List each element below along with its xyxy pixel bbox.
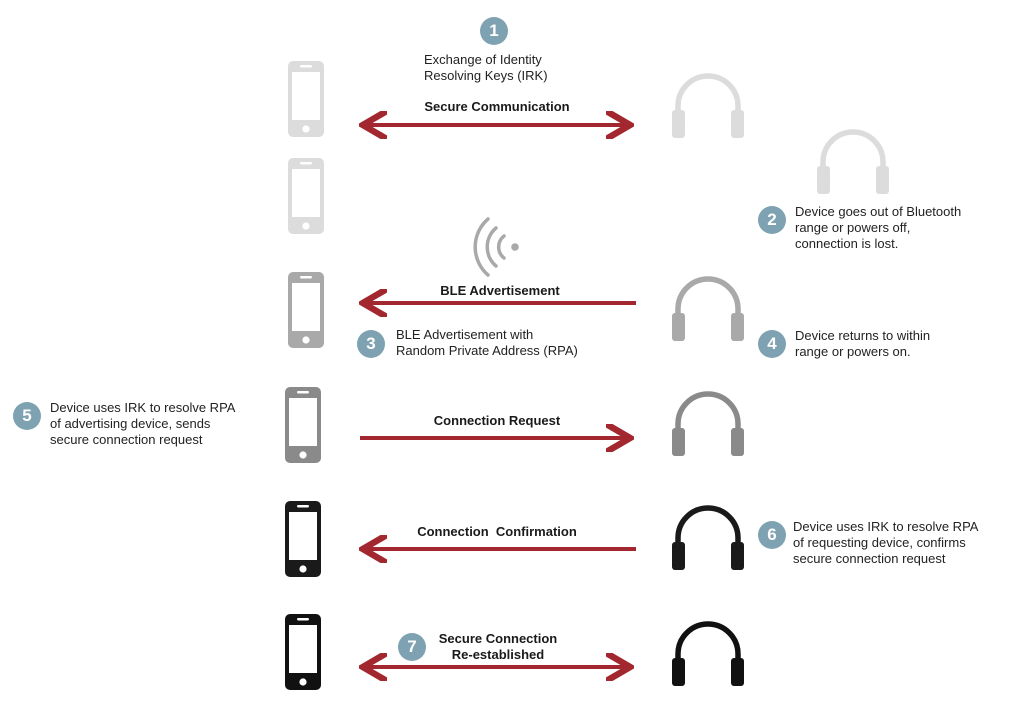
step-badge: 1	[480, 17, 508, 45]
step-badge: 2	[758, 206, 786, 234]
step-2-text: Device goes out of Bluetooth range or po…	[795, 204, 962, 251]
phone-icon	[288, 158, 324, 234]
step-badge: 5	[13, 402, 41, 430]
wifi-signal-icon	[473, 217, 519, 277]
connection-confirmation-label: Connection Confirmation	[417, 524, 577, 539]
step-5-text: Device uses IRK to resolve RPA of advert…	[50, 400, 236, 447]
step-6-text: Device uses IRK to resolve RPA of reques…	[793, 519, 979, 566]
ble-advertisement-label: BLE Advertisement	[440, 283, 560, 298]
step-badge: 4	[758, 330, 786, 358]
phone-icon	[285, 387, 321, 463]
phone-icon	[285, 501, 321, 577]
headphones-icon	[672, 624, 744, 686]
step-badge: 6	[758, 521, 786, 549]
secure-connection-reestablished-label: Secure Connection Re-established	[438, 631, 558, 662]
connection-request-label: Connection Request	[433, 413, 561, 428]
secure-communication-label: Secure Communication	[424, 99, 570, 114]
phone-icon	[285, 614, 321, 690]
headphones-icon	[672, 279, 744, 341]
step-1-text: Exchange of Identity Resolving Keys (IRK…	[424, 52, 548, 83]
phone-icon	[288, 272, 324, 348]
step-badge: 3	[357, 330, 385, 358]
headphones-icon	[817, 132, 889, 194]
step-4-text: Device returns to within range or powers…	[795, 328, 931, 359]
headphones-icon	[672, 76, 744, 138]
step-3-text: BLE Advertisement with Random Private Ad…	[396, 327, 578, 358]
phone-icon	[288, 61, 324, 137]
step-badge: 7	[398, 633, 426, 661]
headphones-icon	[672, 394, 744, 456]
headphones-icon	[672, 508, 744, 570]
